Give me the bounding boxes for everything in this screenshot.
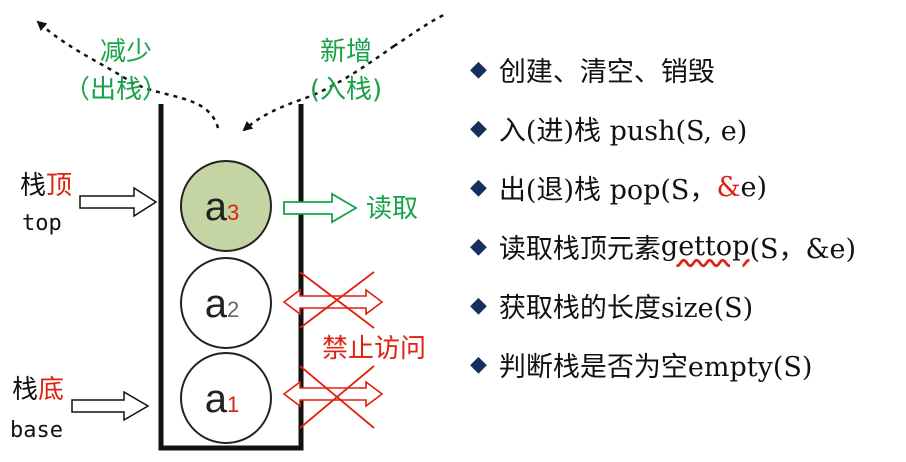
read-arrow — [283, 192, 358, 224]
element-label-a1: a1 — [205, 377, 240, 421]
operation-item: ◆ 获取栈的长度size(S) — [470, 276, 856, 335]
gettop-underlined: gettop — [660, 231, 750, 262]
operation-item: ◆ 创建、清空、销毁 — [470, 40, 856, 99]
ampersand-highlight: & — [716, 172, 741, 203]
diamond-bullet-icon: ◆ — [470, 57, 487, 82]
diamond-bullet-icon: ◆ — [470, 234, 487, 259]
element-circle-a3 — [180, 160, 272, 252]
push-arrow — [244, 12, 447, 130]
operation-item: ◆ 入(进)栈 push(S, e) — [470, 99, 856, 158]
top-label-cn: 栈顶 — [20, 171, 72, 201]
diamond-bullet-icon: ◆ — [470, 293, 487, 318]
operation-text-pre: 出(退)栈 pop(S， — [498, 175, 717, 206]
cross-line — [299, 271, 375, 329]
forbidden-arrow-middle — [282, 271, 384, 329]
base-label-cn: 栈底 — [12, 375, 64, 405]
base-pointer-arrow — [71, 390, 150, 422]
diamond-bullet-icon: ◆ — [470, 175, 487, 200]
base-label-en: base — [10, 418, 63, 443]
operation-text-post: (S，&e) — [749, 234, 857, 265]
operation-text: 判断栈是否为空empty(S) — [498, 352, 813, 383]
pop-arrow — [36, 20, 220, 129]
forbidden-arrow-bottom — [282, 365, 384, 429]
shrink-label: 减少 — [100, 37, 152, 67]
top-pointer-arrow — [79, 186, 158, 218]
operation-item: ◆ 读取栈顶元素 gettop (S，&e) — [470, 217, 856, 276]
operations-list: ◆ 创建、清空、销毁 ◆ 入(进)栈 push(S, e) ◆ 出(退)栈 po… — [470, 40, 856, 394]
element-circle-a2 — [180, 257, 272, 349]
read-label: 读取 — [366, 194, 418, 224]
operation-text: 创建、清空、销毁 — [498, 57, 715, 88]
cross-line — [299, 365, 375, 429]
top-label-en: top — [22, 211, 62, 236]
operation-text: 入(进)栈 push(S, e) — [498, 116, 748, 147]
stack-element-bottom: a1 — [180, 352, 272, 444]
operation-item: ◆ 判断栈是否为空empty(S) — [470, 335, 856, 394]
push-label: (入栈) — [310, 75, 382, 105]
stack-container — [158, 104, 304, 451]
diamond-bullet-icon: ◆ — [470, 352, 487, 377]
element-label-a3: a3 — [205, 185, 240, 229]
element-label-a2: a2 — [205, 282, 240, 326]
operation-text: 获取栈的长度size(S) — [498, 293, 754, 324]
grow-label: 新增 — [320, 37, 372, 67]
operation-text-post: e) — [740, 172, 767, 203]
forbid-label: 禁止访问 — [322, 334, 426, 364]
operation-item: ◆ 出(退)栈 pop(S， & e) — [470, 158, 856, 217]
stack-element-middle: a2 — [180, 257, 272, 349]
diamond-bullet-icon: ◆ — [470, 116, 487, 141]
stack-element-top: a3 — [180, 160, 272, 252]
operation-text-pre: 读取栈顶元素 — [498, 234, 661, 265]
pop-label: （出栈） — [64, 75, 168, 105]
element-circle-a1 — [180, 352, 272, 444]
